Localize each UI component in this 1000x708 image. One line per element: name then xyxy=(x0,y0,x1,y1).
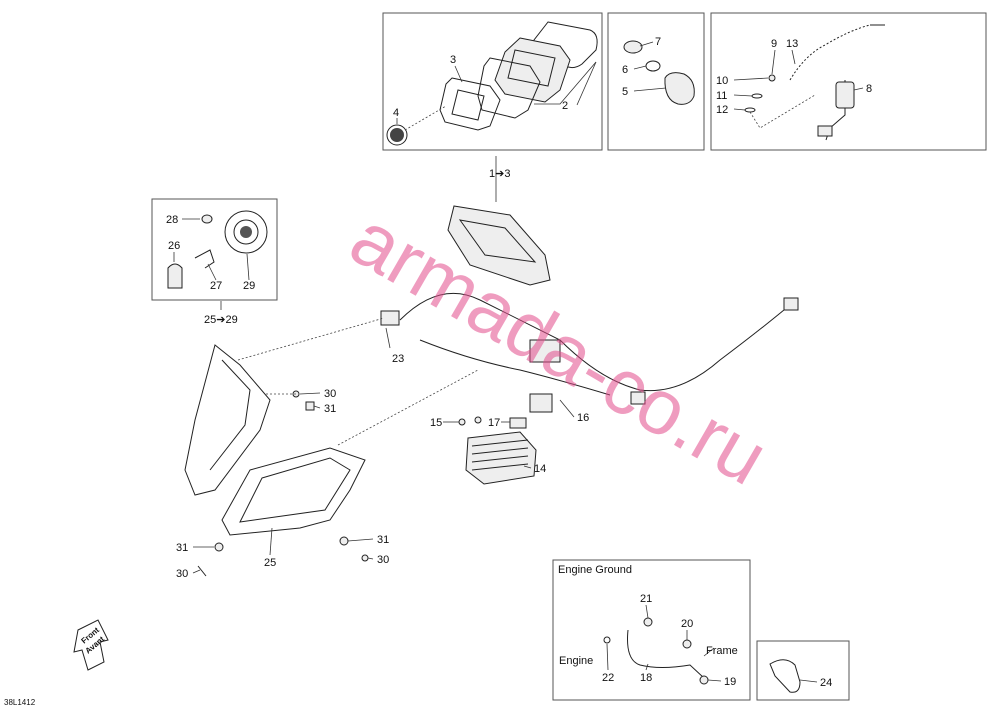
engine-label: Engine xyxy=(559,655,593,667)
speed-sensor-cable-part xyxy=(789,24,885,141)
callout-24: 24 xyxy=(820,677,832,689)
wiring-harness-part xyxy=(380,292,799,413)
callout-21: 21 xyxy=(640,593,652,605)
callout-30-b: 30 xyxy=(176,568,188,580)
instrument-cluster-assembly xyxy=(447,205,551,286)
bottom-right-clip-part xyxy=(339,536,349,546)
callout-25: 25 xyxy=(264,557,276,569)
callout-8: 8 xyxy=(866,83,872,95)
callout-17: 17 xyxy=(488,417,500,429)
callout-6: 6 xyxy=(622,64,628,76)
bulb-clip-part xyxy=(194,249,215,269)
engine-ground-title: Engine Ground xyxy=(558,564,632,576)
ground-cable-part xyxy=(627,629,709,685)
callout-14: 14 xyxy=(534,463,546,475)
callout-26: 26 xyxy=(168,240,180,252)
callout-22: 22 xyxy=(602,672,614,684)
speed-sensor-washer-part xyxy=(768,74,776,82)
gauge-inset-box xyxy=(382,12,603,151)
callout-30-a: 30 xyxy=(324,388,336,400)
sensor-body-part xyxy=(664,72,695,105)
socket-small-part xyxy=(201,214,213,224)
callout-4: 4 xyxy=(393,107,399,119)
gauge-lens-part xyxy=(477,57,541,119)
regulator-connector-part xyxy=(509,417,527,429)
watermark: armada-co.ru xyxy=(337,194,783,502)
callout-7: 7 xyxy=(655,36,661,48)
callout-27: 27 xyxy=(210,280,222,292)
headlight-housing-part xyxy=(184,344,271,496)
diagram-code: 38L1412 xyxy=(4,698,36,707)
gauge-range-label: 1➔3 xyxy=(489,168,510,180)
front-arrow: Front Avant xyxy=(73,619,109,671)
callout-18: 18 xyxy=(640,672,652,684)
callout-5: 5 xyxy=(622,86,628,98)
engine-ground-inset-box xyxy=(552,559,751,701)
callout-30-c: 30 xyxy=(377,554,389,566)
bottom-left-screw-part xyxy=(197,565,207,577)
gauge-dial-part xyxy=(386,124,408,146)
ground-nut-part xyxy=(682,639,692,649)
callout-15: 15 xyxy=(430,417,442,429)
callout-16: 16 xyxy=(577,412,589,424)
headlight-socket-cap-part xyxy=(224,210,268,254)
callout-19: 19 xyxy=(724,676,736,688)
headlight-bulb-part xyxy=(167,263,183,289)
frame-label: Frame xyxy=(706,645,738,657)
headlight-range-label: 25➔29 xyxy=(204,314,238,326)
clamp-part xyxy=(769,659,801,693)
engine-washer-part xyxy=(603,636,611,644)
callout-12: 12 xyxy=(716,104,728,116)
sensor-boot-part xyxy=(623,40,643,54)
callout-28: 28 xyxy=(166,214,178,226)
callout-3: 3 xyxy=(450,54,456,66)
regulator-screw2-part xyxy=(474,416,482,424)
regulator-screw-part xyxy=(458,418,466,426)
clip-part xyxy=(305,401,315,411)
ground-bolt-part xyxy=(643,617,653,627)
clamp-inset-box xyxy=(756,640,850,701)
bottom-left-clip-part xyxy=(214,542,224,552)
voltage-regulator-part xyxy=(465,431,537,485)
bottom-right-screw-part xyxy=(361,554,369,562)
callout-31-b: 31 xyxy=(176,542,188,554)
callout-31-a: 31 xyxy=(324,403,336,415)
callout-23: 23 xyxy=(392,353,404,365)
headlight-lens-part xyxy=(221,447,366,536)
gauge-bezel-part xyxy=(439,77,501,131)
callout-9: 9 xyxy=(771,38,777,50)
callout-11: 11 xyxy=(716,90,727,102)
callout-2: 2 xyxy=(562,100,568,112)
callout-31-c: 31 xyxy=(377,534,389,546)
callout-10: 10 xyxy=(716,75,728,87)
callout-13: 13 xyxy=(786,38,798,50)
callout-29: 29 xyxy=(243,280,255,292)
callout-20: 20 xyxy=(681,618,693,630)
